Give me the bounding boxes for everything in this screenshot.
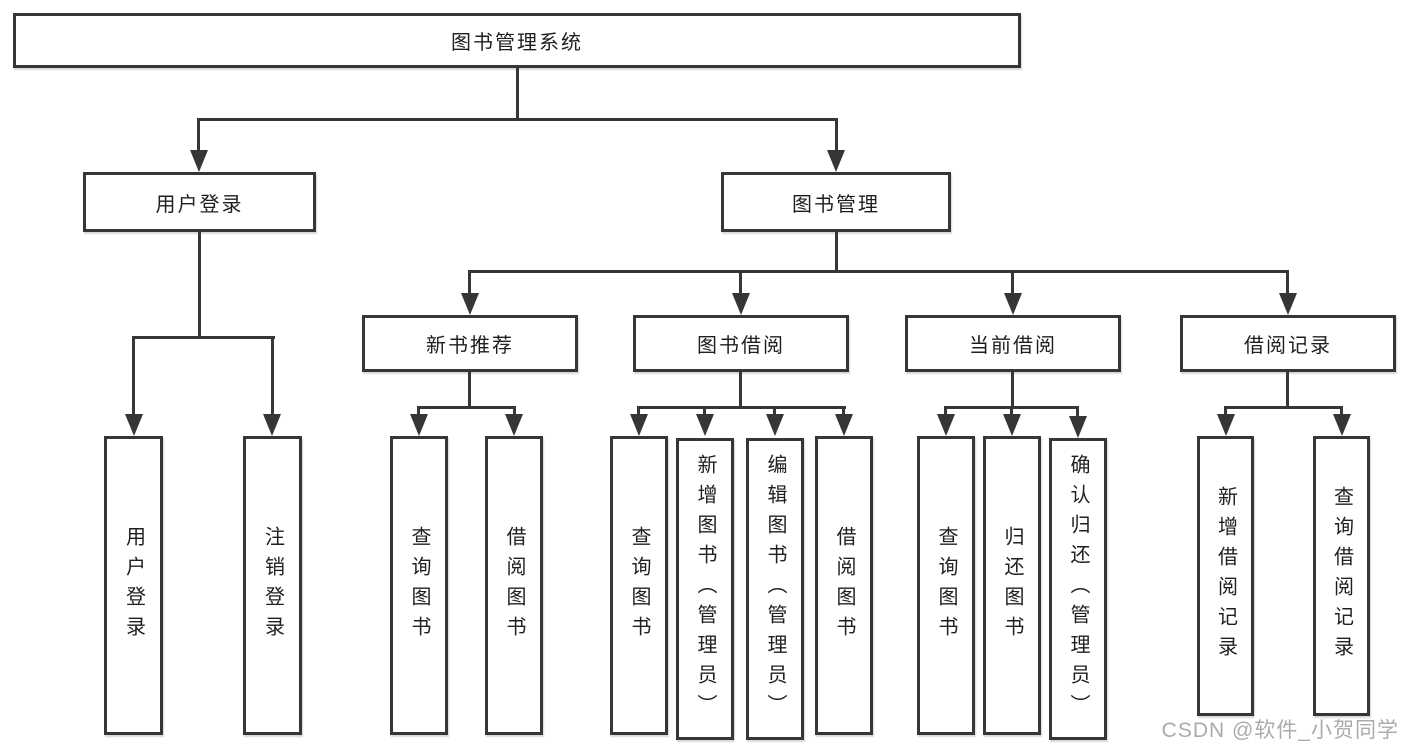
node-user-login-label: 用户登录 [155,193,244,216]
arrow-down-icon [1217,414,1235,436]
connector-line [842,406,845,416]
node-book-management-label: 图书管理 [792,193,880,216]
connector-line [516,68,519,120]
arrow-down-icon [461,293,479,315]
connector-line [1011,370,1014,408]
leaf-records-add-record: 新增借阅记录 [1197,436,1254,716]
leaf-logout-login-label: 注销登录 [261,525,284,646]
node-book-borrow: 图书借阅 [633,315,849,372]
node-new-book-recommend-label: 新书推荐 [426,335,514,357]
leaf-current-query-books: 查询图书 [917,436,975,735]
connector-line [835,118,838,154]
leaf-current-return-books-label: 归还图书 [1001,525,1023,646]
node-new-book-recommend: 新书推荐 [362,315,578,372]
connector-line [132,336,275,339]
node-book-borrow-label: 图书借阅 [697,335,785,357]
connector-line [132,336,135,416]
leaf-recommend-query-books-label: 查询图书 [408,525,430,646]
node-book-management: 图书管理 [721,172,951,232]
connector-line [417,406,516,409]
arrow-down-icon [505,414,523,436]
leaf-borrow-borrow-books-label: 借阅图书 [833,525,855,646]
leaf-borrow-edit-books-admin-label: 编辑图书（管理员） [764,454,786,724]
connector-line [835,230,838,272]
leaf-current-confirm-return-admin-label: 确认归还（管理员） [1067,454,1089,724]
connector-line [773,406,776,416]
arrow-down-icon [1069,416,1087,438]
arrow-down-icon [766,414,784,436]
connector-line [944,406,947,416]
arrow-down-icon [1004,293,1022,315]
leaf-records-query-record: 查询借阅记录 [1313,436,1370,716]
leaf-current-query-books-label: 查询图书 [935,525,957,646]
arrow-down-icon [410,414,428,436]
leaf-borrow-query-books-label: 查询图书 [628,525,650,646]
arrow-down-icon [937,414,955,436]
leaf-recommend-query-books: 查询图书 [390,436,448,735]
connector-line [417,406,420,416]
watermark: CSDN @软件_小贺同学 [1161,719,1399,742]
arrow-down-icon [1279,293,1297,315]
leaf-records-add-record-label: 新增借阅记录 [1214,486,1237,666]
leaf-borrow-borrow-books: 借阅图书 [815,436,873,735]
connector-line [1286,270,1289,295]
connector-line [637,406,640,416]
node-root-label: 图书管理系统 [451,32,583,54]
connector-line [271,336,274,416]
leaf-current-confirm-return-admin: 确认归还（管理员） [1049,438,1107,740]
leaf-records-query-record-label: 查询借阅记录 [1330,486,1353,666]
leaf-borrow-add-books-admin: 新增图书（管理员） [676,438,734,740]
connector-line [469,270,1289,273]
connector-line [703,406,706,416]
leaf-current-return-books: 归还图书 [983,436,1041,735]
arrow-down-icon [630,414,648,436]
node-current-borrow: 当前借阅 [905,315,1121,372]
connector-line [739,270,742,295]
arrow-down-icon [696,414,714,436]
node-borrow-records-label: 借阅记录 [1244,335,1332,357]
node-user-login: 用户登录 [83,172,316,232]
connector-line [1224,406,1227,416]
connector-line [1286,370,1289,408]
connector-line [198,230,201,336]
leaf-borrow-edit-books-admin: 编辑图书（管理员） [746,438,804,740]
leaf-user-login-label: 用户登录 [122,525,145,646]
leaf-borrow-query-books: 查询图书 [610,436,668,735]
node-borrow-records: 借阅记录 [1180,315,1396,372]
connector-line [638,406,846,409]
leaf-recommend-borrow-books: 借阅图书 [485,436,543,735]
leaf-recommend-borrow-books-label: 借阅图书 [503,525,525,646]
leaf-user-login: 用户登录 [104,436,163,735]
connector-line [468,370,471,408]
leaf-logout-login: 注销登录 [243,436,302,735]
arrow-down-icon [835,414,853,436]
connector-line [197,118,837,121]
connector-line [1010,406,1013,416]
connector-line [1011,270,1014,295]
arrow-down-icon [190,150,208,172]
arrow-down-icon [1003,414,1021,436]
node-current-borrow-label: 当前借阅 [969,335,1057,357]
connector-line [739,370,742,408]
connector-line [1340,406,1343,416]
connector-line [197,118,200,154]
arrow-down-icon [1333,414,1351,436]
connector-line [468,270,471,295]
arrow-down-icon [125,414,143,436]
arrow-down-icon [263,414,281,436]
arrow-down-icon [827,150,845,172]
connector-line [1076,406,1079,416]
connector-line [1225,406,1343,409]
leaf-borrow-add-books-admin-label: 新增图书（管理员） [694,454,716,724]
node-root: 图书管理系统 [13,13,1021,68]
connector-line [513,406,516,416]
arrow-down-icon [732,293,750,315]
